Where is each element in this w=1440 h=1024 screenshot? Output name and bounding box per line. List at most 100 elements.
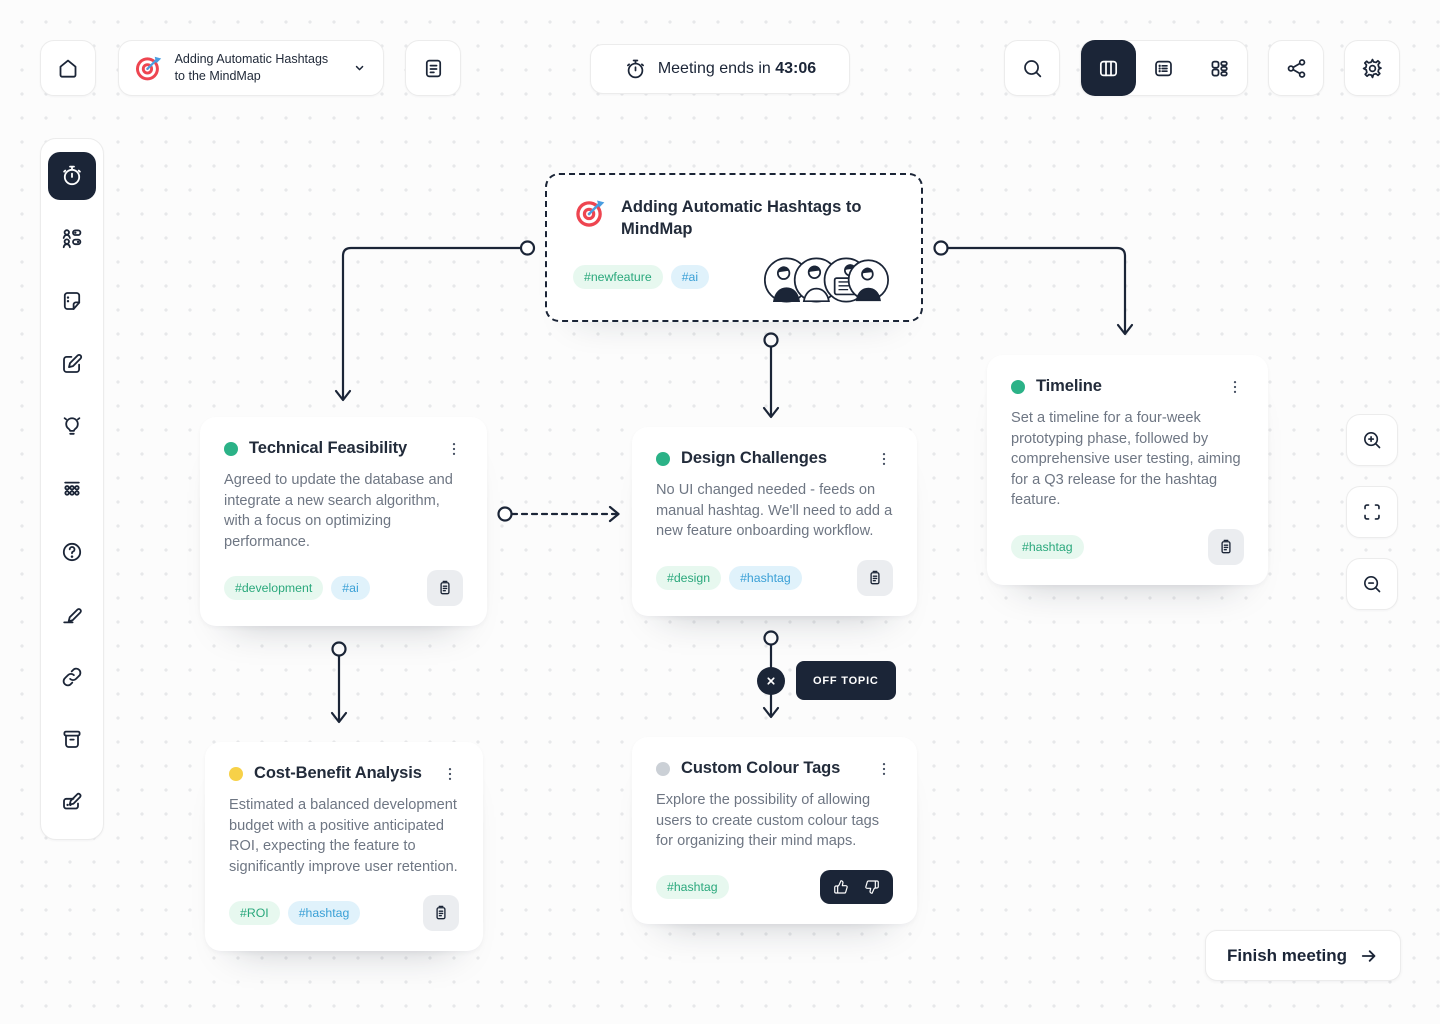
finish-meeting-button[interactable]: Finish meeting — [1205, 930, 1401, 981]
document-icon — [425, 59, 441, 77]
node-body: Agreed to update the database and integr… — [224, 472, 453, 550]
target-icon — [135, 56, 162, 81]
copy-note-button[interactable] — [857, 559, 893, 596]
node-technical-feasibility[interactable]: Technical Feasibility Agreed to update t… — [200, 417, 487, 626]
arrow-right-icon — [1361, 949, 1376, 962]
sidebar-item-dots-grid[interactable] — [48, 465, 96, 513]
clipboard-icon — [436, 905, 446, 920]
sidebar-item-link[interactable] — [48, 653, 96, 701]
tag-development[interactable]: #development — [224, 576, 324, 600]
node-design-challenges[interactable]: Design Challenges No UI changed needed -… — [632, 427, 917, 616]
edit-icon — [63, 353, 83, 373]
zoom-out-icon — [1364, 576, 1381, 593]
view-columns-button[interactable] — [1081, 40, 1137, 96]
copy-note-button[interactable] — [423, 895, 459, 931]
target-icon — [576, 200, 605, 227]
node-title: Custom Colour Tags — [681, 759, 841, 777]
pen-line-icon — [63, 608, 82, 624]
archive-icon — [63, 731, 81, 749]
share-button[interactable] — [1268, 40, 1324, 96]
clipboard-icon — [440, 580, 450, 595]
tag-hashtag[interactable]: #hashtag — [729, 565, 802, 590]
node-timeline[interactable]: Timeline Set a timeline for a four-week … — [987, 355, 1268, 585]
tag-hashtag[interactable]: #hashtag — [656, 874, 729, 899]
node-body: Estimated a balanced development budget … — [229, 797, 458, 875]
node-central-topic[interactable]: Adding Automatic Hashtags to MindMap #ne… — [545, 173, 923, 322]
note-icon — [63, 292, 81, 311]
node-menu-button[interactable] — [1226, 378, 1244, 396]
tag-roi[interactable]: #ROI — [229, 901, 280, 925]
copy-note-button[interactable] — [427, 570, 463, 606]
view-switcher — [1080, 40, 1248, 96]
node-menu-button[interactable] — [875, 760, 893, 778]
node-body: Explore the possibility of allowing user… — [656, 792, 880, 849]
sidebar-item-participants[interactable] — [48, 215, 96, 263]
tag-hashtag[interactable]: #hashtag — [1011, 534, 1084, 559]
zoom-in-icon — [1364, 432, 1381, 449]
stopwatch-icon — [63, 165, 81, 186]
tag-design[interactable]: #design — [656, 565, 722, 590]
node-custom-colour-tags[interactable]: Custom Colour Tags Explore the possibili… — [632, 737, 917, 924]
meeting-timer: Meeting ends in 43:06 — [590, 44, 850, 94]
thumbs-up-icon[interactable] — [833, 879, 849, 895]
node-title: Timeline — [1036, 377, 1102, 395]
copy-note-button[interactable] — [1208, 528, 1244, 565]
search-icon — [1023, 59, 1041, 77]
clipboard-icon — [870, 570, 880, 584]
node-menu-button[interactable] — [875, 450, 893, 468]
kebab-icon — [1233, 381, 1237, 393]
sidebar-item-help[interactable] — [48, 528, 96, 576]
node-title: Technical Feasibility — [249, 439, 408, 457]
thumbs-down-icon[interactable] — [864, 879, 880, 895]
stopwatch-icon — [626, 59, 644, 78]
kebab-icon — [882, 763, 886, 775]
node-menu-button[interactable] — [445, 440, 463, 458]
vote-buttons[interactable] — [820, 869, 893, 904]
sidebar-item-pen[interactable] — [48, 590, 96, 638]
off-topic-badge: OFF TOPIC — [796, 661, 896, 700]
notes-button[interactable] — [405, 40, 461, 96]
search-button[interactable] — [1004, 40, 1060, 96]
view-grid-button[interactable] — [1192, 40, 1247, 96]
tag-hashtag[interactable]: #hashtag — [287, 901, 361, 925]
grid-view-icon — [1211, 60, 1228, 76]
sidebar-item-notes[interactable] — [48, 277, 96, 325]
fit-view-icon — [1364, 504, 1380, 520]
status-dot — [229, 766, 243, 781]
node-title: Cost-Benefit Analysis — [254, 764, 422, 782]
link-icon — [62, 667, 82, 686]
node-menu-button[interactable] — [441, 765, 459, 783]
zoom-out-button[interactable] — [1346, 558, 1398, 610]
sidebar-item-timer[interactable] — [48, 152, 96, 200]
settings-button[interactable] — [1344, 40, 1400, 96]
help-icon — [62, 542, 82, 561]
view-list-button[interactable] — [1136, 40, 1191, 96]
zoom-in-button[interactable] — [1346, 414, 1398, 466]
node-title: Adding Automatic Hashtags to MindMap — [621, 198, 862, 239]
share-icon — [1287, 58, 1305, 78]
tools-sidebar — [40, 138, 104, 840]
sidebar-item-ideas[interactable] — [48, 402, 96, 450]
tag-ai[interactable]: #ai — [670, 264, 710, 289]
mindmap-selector[interactable]: Adding Automatic Hashtags to the MindMap — [118, 40, 384, 96]
timer-value: 43:06 — [775, 60, 817, 77]
kebab-icon — [452, 443, 456, 455]
timer-prefix: Meeting ends in — [657, 60, 771, 77]
sidebar-item-edit[interactable] — [48, 340, 96, 388]
tag-newfeature[interactable]: #newfeature — [573, 264, 663, 289]
fit-view-button[interactable] — [1346, 486, 1398, 538]
kebab-icon — [448, 768, 452, 780]
columns-view-icon — [1100, 60, 1118, 76]
sidebar-item-archive[interactable] — [48, 715, 96, 763]
home-button[interactable] — [40, 40, 96, 96]
status-dot — [656, 451, 670, 466]
node-cost-benefit-analysis[interactable]: Cost-Benefit Analysis Estimated a balanc… — [205, 742, 483, 951]
home-icon — [59, 59, 77, 78]
people-illustration — [763, 257, 889, 303]
tag-ai[interactable]: #ai — [331, 576, 370, 600]
remove-connection-button[interactable] — [757, 667, 785, 695]
sidebar-item-signature[interactable] — [48, 778, 96, 826]
node-title: Design Challenges — [681, 449, 827, 467]
node-body: Set a timeline for a four-week prototypi… — [1011, 410, 1241, 508]
